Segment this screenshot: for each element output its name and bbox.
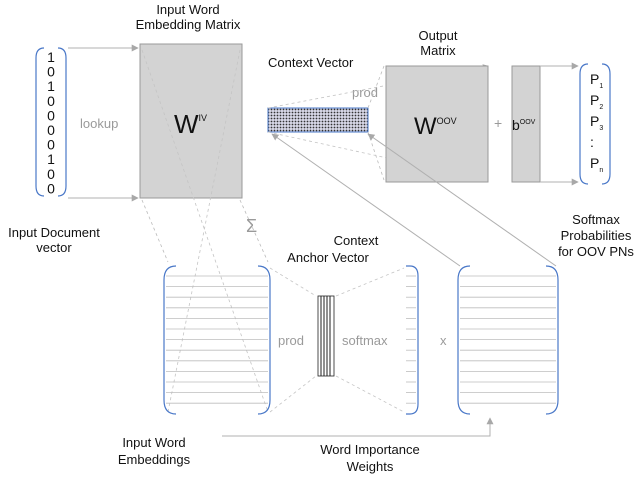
w-iv-matrix: [139, 43, 243, 199]
input-vector-digit: 1: [47, 49, 55, 65]
input-vector-digit: 0: [47, 122, 55, 138]
input-vector-digit: 0: [47, 166, 55, 182]
context-vector-bar: [267, 107, 369, 133]
input-vector-digit: 0: [47, 107, 55, 123]
sigma-symbol: Σ: [246, 216, 257, 236]
softmax-label: softmax: [342, 333, 388, 348]
softmax-probabilities-label-2: Probabilities: [561, 228, 632, 243]
b-oov-label: bOOV: [512, 117, 536, 133]
anchor-vector-label-1: Context: [334, 233, 379, 248]
context-vector-label: Context Vector: [268, 55, 354, 70]
input-word-embeddings-matrix: [163, 265, 271, 415]
anchor-vector-stripes: [320, 296, 331, 376]
input-vector-digit: 1: [47, 151, 55, 167]
input-document-label-2: vector: [36, 240, 72, 255]
input-vector-digit: 0: [47, 137, 55, 153]
importance-weights-label-1: Word Importance: [320, 442, 419, 457]
importance-weights-label-2: Weights: [347, 459, 394, 474]
input-vector-digit: 0: [47, 93, 55, 109]
output-prob-item: Pn: [590, 155, 603, 174]
sum-arrow-1: [271, 133, 461, 267]
anchor-dash-4: [335, 375, 405, 413]
prod-top-label: prod: [352, 85, 378, 100]
importance-arrow: [222, 417, 494, 437]
input-vector-digit: 0: [47, 180, 55, 196]
input-embeddings-label-2: Embeddings: [118, 452, 191, 467]
context-anchor-vector: [317, 295, 335, 377]
output-prob-item: P3: [590, 113, 603, 132]
output-prob-item: P2: [590, 92, 603, 111]
input-embeddings-label-1: Input Word: [122, 435, 185, 450]
importance-weights-vector: [406, 265, 419, 415]
weighted-embeddings-matrix: [457, 265, 559, 415]
embedding-matrix-title-1: Input Word: [156, 2, 219, 17]
input-vector-digit: 1: [47, 78, 55, 94]
output-matrix-title-1: Output: [418, 28, 457, 43]
input-document-label-1: Input Document: [8, 225, 100, 240]
plus-sign: +: [494, 115, 502, 131]
output-matrix-title-2: Matrix: [420, 43, 456, 58]
anchor-vector-label-2: Anchor Vector: [287, 250, 369, 265]
softmax-probabilities-label-1: Softmax: [572, 212, 620, 227]
softmax-probabilities-label-3: for OOV PNs: [558, 244, 634, 259]
w-iv-label: WIV: [174, 109, 207, 139]
w-oov-matrix: [385, 65, 489, 183]
anchor-dash-2: [269, 375, 317, 413]
lookup-label: lookup: [80, 116, 118, 131]
sum-arrow-2: [367, 133, 557, 267]
prod-bottom-label: prod: [278, 333, 304, 348]
output-prob-item: :: [590, 134, 594, 150]
w-oov-label: WOOV: [414, 113, 457, 140]
output-prob-item: P1: [590, 71, 603, 90]
input-vector-digit: 0: [47, 64, 55, 80]
ctx-dash-1: [367, 65, 385, 109]
embedding-matrix-title-2: Embedding Matrix: [136, 17, 241, 32]
anchor-dash-3: [335, 267, 405, 297]
embed-dash-2: [239, 199, 269, 263]
times-symbol: x: [440, 333, 447, 348]
anchor-dash-1: [269, 267, 317, 297]
embed-dash-4: [167, 49, 241, 413]
embed-dash-1: [141, 199, 169, 263]
embed-dash-3: [141, 49, 269, 413]
b-oov-vector: [511, 65, 541, 183]
